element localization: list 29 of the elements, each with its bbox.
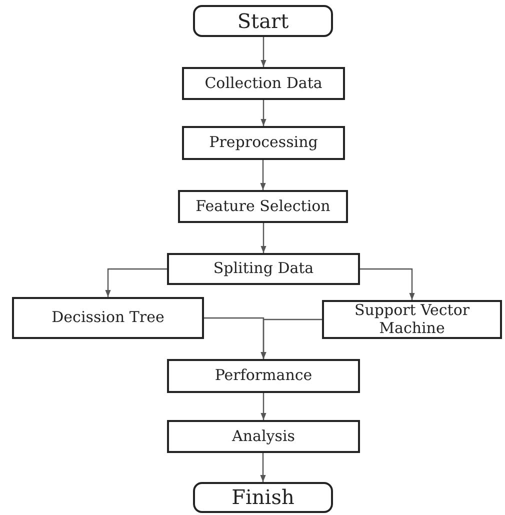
- process-box: [178, 190, 348, 223]
- process-box: [12, 297, 204, 339]
- node-label: Finish: [232, 486, 294, 509]
- arrow: [360, 268, 415, 300]
- arrow: [260, 160, 266, 190]
- arrow: [260, 223, 266, 253]
- arrow: [260, 393, 266, 420]
- node-label: Support Vector Machine: [353, 302, 471, 337]
- arrow: [260, 100, 266, 126]
- arrow: [260, 37, 266, 67]
- node-label: Performance: [214, 367, 312, 385]
- process-box: [167, 359, 360, 393]
- node-label: Decission Tree: [52, 309, 164, 327]
- terminal-box: [193, 5, 333, 37]
- node-label: Start: [237, 10, 289, 32]
- arrow: [260, 318, 322, 359]
- process-box: [182, 126, 345, 160]
- terminal-box: [193, 482, 333, 513]
- process-box: [182, 67, 345, 100]
- arrow: [105, 268, 167, 297]
- node-label: Preprocessing: [209, 134, 318, 152]
- node-label: Spliting Data: [213, 260, 314, 278]
- arrow: [260, 453, 266, 482]
- process-box: [167, 253, 360, 285]
- process-box: [322, 300, 502, 339]
- node-label: Analysis: [232, 428, 295, 446]
- node-label: Feature Selection: [196, 198, 330, 216]
- process-box: [167, 420, 360, 453]
- node-label: Collection Data: [204, 74, 322, 92]
